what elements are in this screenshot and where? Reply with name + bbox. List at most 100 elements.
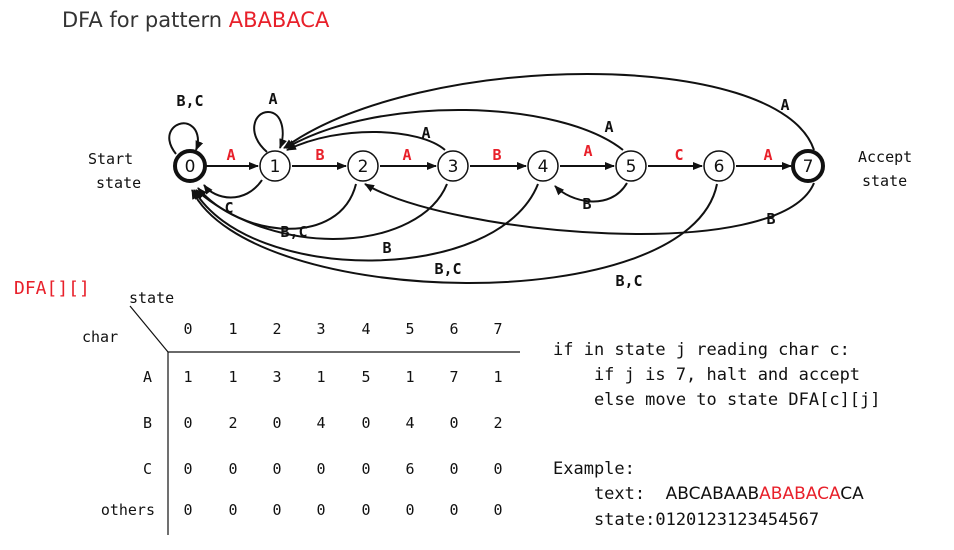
table-cell: 0	[272, 501, 281, 519]
table-cell: 1	[183, 368, 192, 386]
table-cell: 0	[272, 460, 281, 478]
edge-3-0-b	[195, 183, 448, 240]
label-7-to-2: B	[766, 210, 775, 228]
row-char-A: A	[143, 368, 152, 386]
example-text-line: text: ABCABAABABABACACA	[553, 484, 864, 504]
example-heading: Example:	[553, 459, 635, 479]
edge-2-0-bc	[197, 183, 357, 230]
example-text-label: text:	[553, 484, 666, 504]
table-cell: 2	[228, 414, 237, 432]
loop-0	[168, 122, 204, 155]
accept-label-2: state	[862, 172, 907, 190]
table-cell: 0	[183, 414, 192, 432]
table-cell: 0	[493, 501, 502, 519]
label-5-to-4: B	[582, 195, 591, 213]
col-header-5: 5	[405, 320, 414, 338]
fwd-label-4: A	[583, 142, 592, 160]
state-5	[615, 150, 647, 182]
table-cell: 6	[405, 460, 414, 478]
fwd-label-2: A	[402, 146, 411, 164]
fwd-label-6: A	[763, 146, 772, 164]
col-header-4: 4	[361, 320, 370, 338]
edge-3-1-a	[286, 131, 446, 151]
state-6	[703, 150, 735, 182]
example-text-pre: ABCABAAB	[665, 484, 760, 504]
table-cell: 0	[361, 460, 370, 478]
example-state-line: state:0120123123454567	[553, 510, 820, 530]
fwd-label-0: A	[226, 146, 235, 164]
table-cell: 0	[449, 501, 458, 519]
edge-4-0-bc	[193, 183, 539, 262]
table-cell: 1	[316, 368, 325, 386]
table-cell: 1	[228, 368, 237, 386]
table-state-header: state	[129, 289, 174, 307]
table-cell: 0	[228, 501, 237, 519]
state-6-label: 6	[714, 157, 725, 177]
table-cell: 0	[316, 501, 325, 519]
state-0-label: 0	[185, 157, 196, 177]
col-header-1: 1	[228, 320, 237, 338]
table-cell: 4	[405, 414, 414, 432]
col-header-2: 2	[272, 320, 281, 338]
title-pattern: ABABACA	[228, 8, 330, 32]
table-cell: 1	[493, 368, 502, 386]
start-label-1: Start	[88, 150, 133, 168]
label-4-to-0: B,C	[434, 260, 461, 278]
edge-5-1-a	[285, 109, 624, 151]
table-cell: 0	[183, 460, 192, 478]
table-char-header: char	[82, 328, 118, 346]
table-diagonal	[129, 305, 169, 353]
table-cell: 0	[361, 414, 370, 432]
col-header-3: 3	[316, 320, 325, 338]
table-cell: 0	[449, 460, 458, 478]
loop-1-label: A	[268, 90, 277, 108]
table-cell: 2	[493, 414, 502, 432]
state-1-label: 1	[270, 157, 281, 177]
col-header-6: 6	[449, 320, 458, 338]
table-cell: 0	[316, 460, 325, 478]
fwd-label-3: B	[492, 146, 501, 164]
code-line-2: if j is 7, halt and accept	[553, 365, 861, 385]
state-4-label: 4	[538, 157, 549, 177]
row-char-C: C	[143, 460, 152, 478]
page-title: DFA for pattern ABABACA	[62, 8, 329, 32]
loop-1	[253, 110, 287, 153]
table-cell: 3	[272, 368, 281, 386]
table-cell: 0	[493, 460, 502, 478]
label-1-to-0: C	[224, 199, 233, 217]
table-name: DFA[][]	[14, 278, 90, 299]
start-label-2: state	[96, 174, 141, 192]
state-4	[527, 150, 559, 182]
label-7-to-1: A	[780, 96, 789, 114]
table-cell: 0	[272, 414, 281, 432]
table-cell: 0	[449, 414, 458, 432]
state-7	[791, 149, 825, 183]
edge-5-4-b	[554, 182, 628, 203]
edge-7-2-b	[364, 182, 815, 235]
state-2	[347, 150, 379, 182]
title-prefix: DFA for pattern	[62, 8, 229, 32]
row-char-B: B	[143, 414, 152, 432]
loop-0-label: B,C	[176, 92, 203, 110]
fwd-label-5: C	[674, 146, 683, 164]
fwd-label-1: B	[315, 146, 324, 164]
table-cell: 0	[228, 460, 237, 478]
label-6-to-0: B,C	[615, 272, 642, 290]
label-3-to-0: B	[382, 239, 391, 257]
table-cell: 0	[183, 501, 192, 519]
row-char-others: others	[101, 501, 155, 519]
example-text-match: ABABACA	[759, 484, 841, 504]
table-cell: 7	[449, 368, 458, 386]
table-cell: 0	[361, 501, 370, 519]
label-5-to-1: A	[604, 118, 613, 136]
state-2-label: 2	[358, 157, 369, 177]
state-7-label: 7	[803, 157, 814, 177]
state-3	[437, 150, 469, 182]
edge-7-1-a	[283, 73, 815, 151]
code-line-1: if in state j reading char c:	[553, 340, 850, 360]
label-3-to-1: A	[421, 124, 430, 142]
edge-1-0-c	[203, 179, 263, 199]
state-1	[259, 150, 291, 182]
